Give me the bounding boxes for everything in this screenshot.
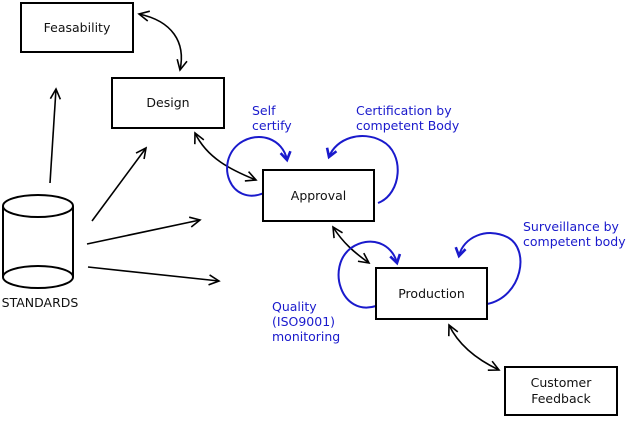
annotation-certification-line2: competent Body [356,118,460,133]
annotation-quality-line2: (ISO9001) [272,314,336,329]
annotation-self-certify: Self certify [252,103,292,133]
standards-cylinder [2,194,74,289]
node-customer-feedback-label-line1: Customer [530,375,592,390]
node-design-label: Design [146,95,190,110]
node-feasability-label: Feasability [43,19,111,35]
annotation-quality-line1: Quality [272,299,317,314]
loop-quality-monitoring [337,240,402,309]
node-design: Design [111,77,225,129]
node-feasability: Feasability [20,2,134,53]
node-customer-feedback: Customer Feedback [504,366,618,416]
annotation-self-certify-line1: Self [252,103,276,118]
arrow-standards-feasability [49,87,62,184]
standards-label: STANDARDS [1,295,79,310]
annotation-surveillance-line1: Surveillance by [523,219,619,234]
arrow-approval-production [332,225,371,265]
node-production-label: Production [398,285,465,301]
annotation-quality-monitoring: Quality (ISO9001) monitoring [272,299,340,344]
annotation-quality-line3: monitoring [272,329,341,344]
annotation-self-certify-line2: certify [252,118,292,133]
loop-certification [325,135,399,204]
loop-surveillance [454,232,522,305]
node-approval-label: Approval [290,187,347,203]
arrow-production-customer-feedback [447,323,501,372]
annotation-certification: Certification by competent Body [356,103,459,133]
annotation-certification-line1: Certification by [356,103,452,118]
loop-self-certify [226,135,292,197]
arrow-design-approval [194,131,258,182]
arrow-feasability-design [137,10,188,72]
node-approval: Approval [262,169,375,222]
annotation-surveillance-line2: competent body [523,234,626,249]
arrow-standards-design [91,146,148,222]
annotation-surveillance: Surveillance by competent body [523,219,626,249]
arrow-standards-approval [86,216,202,245]
node-production: Production [375,267,488,320]
node-customer-feedback-label-line2: Feedback [531,391,591,406]
arrow-standards-production [87,266,221,286]
